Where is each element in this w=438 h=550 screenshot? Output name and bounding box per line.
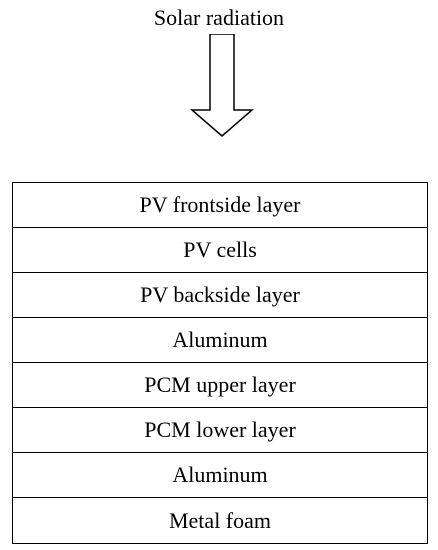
- layer-metal-foam: Metal foam: [168, 507, 272, 533]
- layer-stack: PV frontside layer PV cells PV backside …: [12, 182, 428, 544]
- layer-pv-backside: PV backside layer: [13, 273, 427, 318]
- layer-pcm-upper: PCM upper layer: [13, 363, 427, 408]
- layer-pcm-lower: PCM lower layer: [13, 408, 427, 453]
- layer-pv-frontside: PV frontside layer: [13, 183, 427, 228]
- solar-radiation-label: Solar radiation: [153, 5, 285, 30]
- layer-aluminum-lower: Aluminum: [13, 453, 427, 498]
- layer-aluminum-upper: Aluminum: [13, 318, 427, 363]
- layer-pv-cells: PV cells: [13, 228, 427, 273]
- down-arrow-icon: [190, 34, 254, 137]
